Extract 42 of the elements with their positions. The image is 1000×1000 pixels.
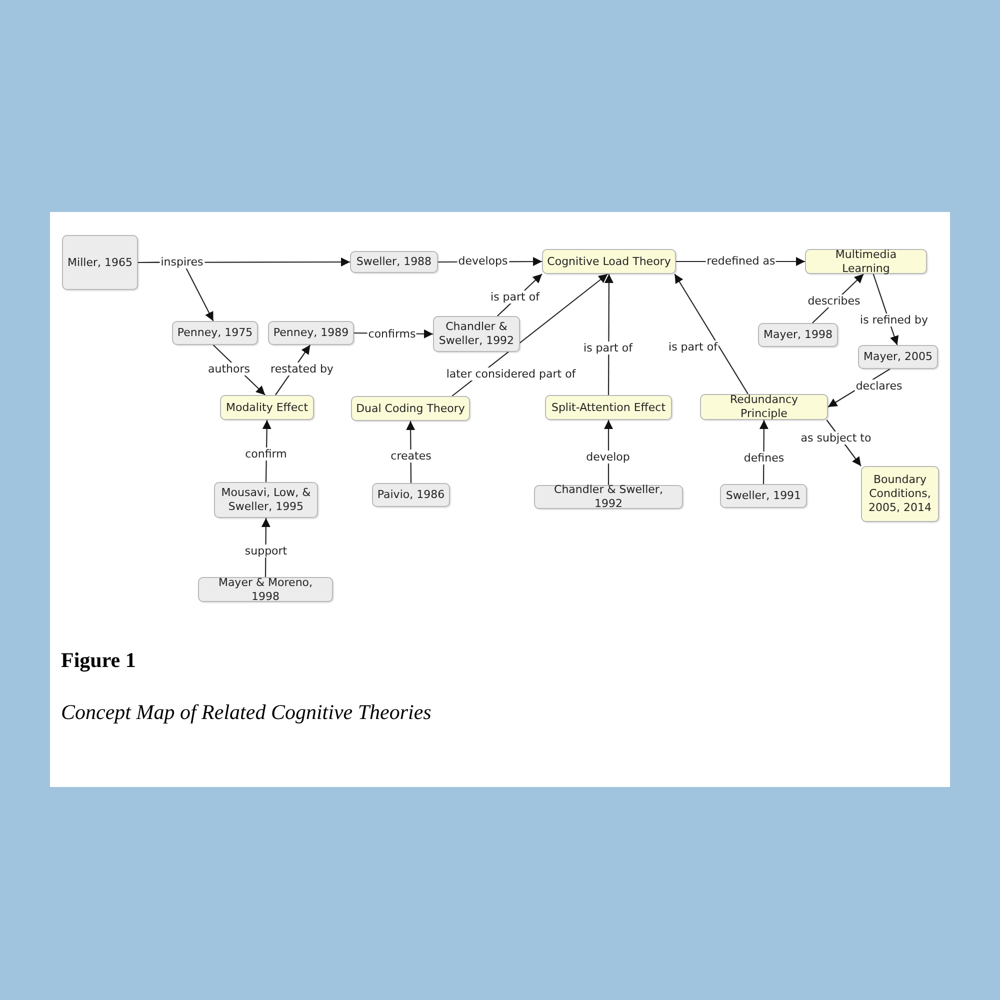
edge-label: is part of — [490, 290, 540, 304]
reference-box: Chandler & Sweller, 1992 — [534, 485, 683, 509]
edge-label: defines — [742, 452, 786, 464]
edge-label: is refined by — [859, 314, 929, 326]
edge-label: declares — [854, 380, 904, 392]
concept-box: Split-Attention Effect — [545, 395, 672, 420]
edge-label: confirms — [367, 328, 417, 340]
edge-label: creates — [390, 450, 432, 462]
reference-box: Mayer, 2005 — [858, 345, 938, 369]
reference-box: Mayer, 1998 — [758, 323, 838, 347]
edge-label: inspires — [160, 256, 204, 268]
edge-label: is part of — [668, 340, 718, 354]
edge-label: as subject to — [800, 432, 872, 444]
edge-label: redefined as — [706, 254, 776, 268]
arrow — [604, 274, 614, 395]
edge-label: describes — [806, 294, 862, 308]
edge-label: later considered part of — [445, 368, 577, 380]
reference-box: Sweller, 1991 — [720, 484, 807, 508]
concept-box: Boundary Conditions, 2005, 2014 — [861, 466, 939, 522]
reference-box: Paivio, 1986 — [372, 483, 450, 507]
reference-box: Penney, 1989 — [268, 321, 354, 345]
reference-box: Mayer & Moreno, 1998 — [198, 577, 333, 602]
concept-box: Redundancy Principle — [700, 394, 828, 420]
edge-label: confirm — [244, 448, 288, 460]
arrow — [674, 274, 748, 394]
concept-box: Multimedia Learning — [805, 249, 927, 274]
reference-box: Penney, 1975 — [172, 321, 258, 345]
edge-label: is part of — [582, 342, 634, 354]
concept-box: Dual Coding Theory — [351, 396, 470, 421]
figure-title: Figure 1 — [61, 648, 136, 673]
edge-label: support — [244, 544, 288, 558]
reference-box: Mousavi, Low, & Sweller, 1995 — [214, 482, 318, 518]
reference-box: Miller, 1965 — [62, 235, 138, 290]
edge-label: restated by — [270, 362, 334, 376]
reference-box: Chandler & Sweller, 1992 — [433, 316, 520, 352]
edge-label: authors — [207, 362, 251, 376]
edge-label: develop — [585, 450, 631, 464]
concept-box: Cognitive Load Theory — [542, 249, 676, 274]
reference-box: Sweller, 1988 — [350, 251, 438, 273]
figure-caption: Concept Map of Related Cognitive Theories — [61, 700, 432, 725]
edge-label: develops — [457, 254, 509, 268]
concept-box: Modality Effect — [220, 395, 314, 420]
